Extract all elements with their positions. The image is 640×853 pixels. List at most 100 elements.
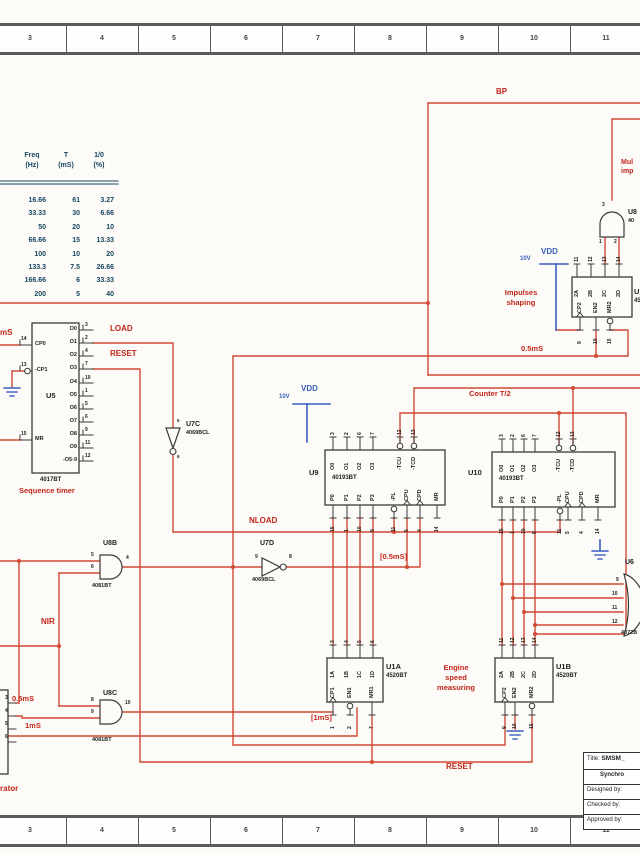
ruler-cell-5: 5 (172, 827, 176, 834)
label-1ms-bracket: [1mS] (311, 713, 332, 722)
pinlabel-U1B-EN2: EN2 (511, 687, 518, 698)
pinlabel-U1B-2C: 2C (520, 670, 527, 678)
pin-U5-3: 3 (85, 321, 88, 328)
label-rator: rator (0, 784, 19, 793)
pin-U5-12: 12 (85, 452, 91, 459)
table-cell: 6.66 (100, 210, 114, 218)
pin-u6-12: 12 (612, 619, 618, 625)
U6-or-gate (623, 573, 640, 637)
pin-U1A-2: 2 (346, 726, 353, 729)
title-row: Title: SMSM_ (584, 753, 640, 769)
chip-U10 (491, 451, 616, 508)
pinlabel-U10-O2: O2 (520, 464, 527, 472)
table-cell: 33.33 (28, 210, 46, 218)
table-cell: 10 (106, 223, 114, 231)
label-engine-2: speed (445, 673, 467, 682)
pinlabel-U1A-CP1: CP1 (329, 687, 336, 698)
pin-U1B-12: 12 (509, 637, 516, 643)
pinlabel-U1A-1B: 1B (343, 670, 350, 678)
pinlabel-U1B-2D: 2D (531, 670, 538, 678)
pin-U-shaping-12: 12 (587, 256, 594, 262)
title-value: SMSM_ (601, 755, 625, 762)
pin-U10-5: 5 (564, 531, 571, 534)
pinlabel-U9-P3: P3 (369, 494, 376, 501)
label-imp: imp (621, 168, 634, 175)
pin-U1A-5: 5 (356, 640, 363, 643)
pinlabel-U9-MR: MR (433, 492, 440, 501)
pin-U9-3: 3 (329, 432, 336, 435)
pin-U5-10: 10 (85, 374, 91, 381)
ruler-separator (210, 818, 211, 844)
label-reset: RESET (110, 349, 137, 358)
label-u8a-part: 40 (628, 218, 635, 224)
ruler-cell-10: 10 (530, 827, 538, 834)
part-U-shaping: 45 (634, 298, 640, 304)
pinlabel-U5-O0: O0 (69, 326, 77, 332)
table-header: (%) (93, 162, 105, 169)
table-cell: 16.66 (28, 197, 46, 204)
pin-U1A-7: 7 (368, 726, 375, 729)
label-u7d: U7D (260, 540, 275, 547)
pinlabel-U10-O0: O0 (498, 464, 505, 472)
ruler-separator (138, 26, 139, 52)
pinlabel-U10-P3: P3 (531, 496, 538, 503)
pin-u8b-5: 5 (91, 552, 94, 558)
pin-u6-11: 11 (612, 605, 618, 611)
pin-gen-4: 4 (5, 708, 8, 714)
table-cell: 13.33 (96, 237, 114, 245)
pin-U-shaping-15: 15 (606, 338, 613, 344)
label-0-5ms-mid: 0.5mS (521, 344, 544, 353)
pinlabel-U9-CPU: CPU (403, 489, 410, 501)
U8B-and-gate (99, 554, 123, 580)
label-u8b: U8B (103, 540, 118, 547)
label-u8c-part: 4081BT (92, 737, 112, 743)
pin-u8a-3: 3 (602, 202, 605, 208)
pin-U9-15: 15 (329, 526, 336, 532)
pin-U1B-11: 11 (498, 637, 505, 643)
pinlabel-U5-O8: O8 (69, 431, 77, 437)
pin-U5-13: 13 (21, 362, 27, 368)
pinlabel-U5-O2: O2 (69, 352, 77, 358)
pin-u6-10: 10 (612, 591, 618, 597)
ruler-cell-3: 3 (28, 827, 32, 834)
pin-U-shaping-11: 11 (573, 256, 580, 262)
pin-U1B-14: 14 (531, 637, 538, 643)
pin-U10-12: 12 (555, 431, 562, 437)
label-u6: U6 (625, 559, 634, 566)
pin-U10-9: 9 (531, 531, 538, 534)
pinlabel-U1B-2B: 2B (509, 670, 516, 678)
label-u6-part: 4072B (621, 630, 638, 636)
pinlabel-U9-O2: O2 (356, 462, 363, 470)
chip-U5 (31, 322, 80, 474)
ruler-cell-11: 11 (602, 35, 610, 42)
pin-u6-9: 9 (616, 577, 619, 583)
pin-U-shaping-9: 9 (576, 341, 583, 344)
label-nload: NLOAD (249, 516, 278, 525)
pin-U10-6: 6 (520, 434, 527, 437)
table-cell: 33.33 (96, 277, 114, 285)
pinlabel-U9--TCU: -TCU (396, 456, 403, 470)
pinlabel-U9--TCD: -TCD (410, 456, 417, 470)
pin-U10-3: 3 (498, 434, 505, 437)
pin-U5-11: 11 (85, 439, 91, 446)
pin-u8b-4: 4 (126, 555, 129, 561)
pinlabel-U5-O3: O3 (69, 365, 77, 371)
U8C-and-gate (99, 699, 123, 725)
pinlabel-U10-P1: P1 (509, 496, 516, 503)
chip-U9 (324, 449, 446, 506)
ruler-separator (282, 26, 283, 52)
pinlabel-U-shaping-2C: 2C (601, 289, 608, 297)
title-label: Title: (587, 756, 600, 762)
pinlabel-U5-O7: O7 (69, 418, 77, 424)
label-nir: NIR (41, 617, 55, 626)
ruler-cell-10: 10 (530, 35, 538, 42)
pin-U5-9: 9 (85, 426, 88, 433)
label-1ms-left: mS (0, 328, 13, 337)
pin-U5-7: 7 (85, 360, 88, 367)
pin-U10-2: 2 (509, 434, 516, 437)
pin-u7c-6: 6 (177, 454, 180, 459)
ruler-cell-9: 9 (460, 827, 464, 834)
pin-u8c-9: 9 (91, 709, 94, 715)
ruler-separator (354, 818, 355, 844)
pin-U5-4: 4 (85, 347, 88, 354)
